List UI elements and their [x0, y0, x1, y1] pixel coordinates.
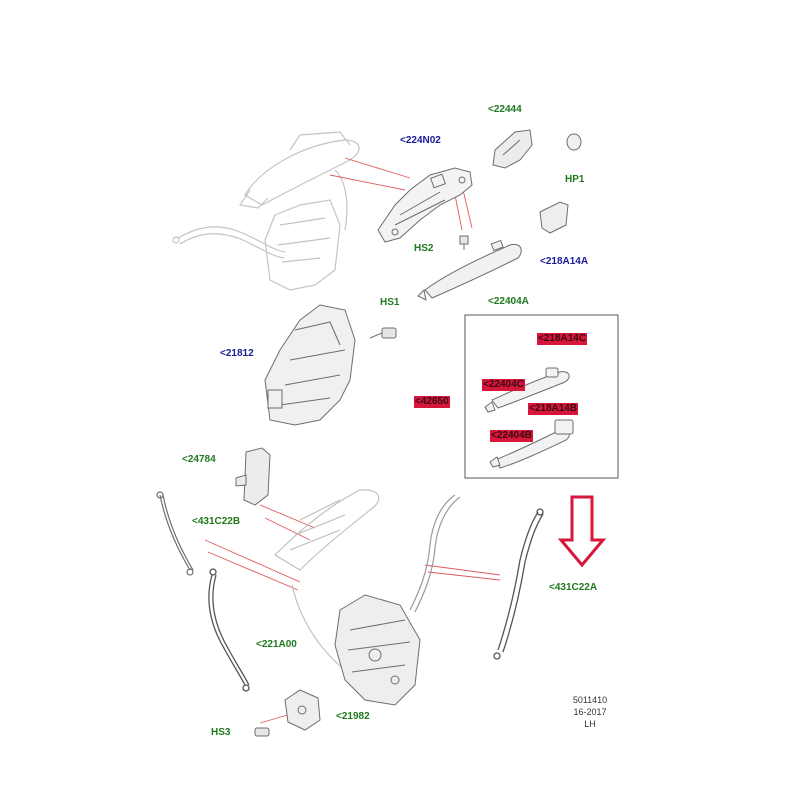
label-HP1: HP1	[565, 174, 585, 185]
handle-bracket-part	[377, 167, 473, 243]
reinforcement-bracket-part	[264, 304, 356, 426]
label-21812: <21812	[220, 348, 254, 359]
label-22404B: <22404B	[490, 430, 533, 442]
label-224N02: <224N02	[400, 135, 441, 146]
cable-431C22B-part	[156, 491, 194, 576]
striker-part	[284, 689, 321, 731]
screw-hs2-part	[459, 235, 469, 250]
label-218A14A: <218A14A	[540, 256, 589, 267]
label-218A14C: <218A14C	[537, 333, 588, 345]
drawing-side: LH	[584, 719, 596, 729]
label-218A14B: <218A14B	[528, 403, 579, 415]
door-latch-part	[334, 594, 421, 706]
plug-part	[566, 133, 582, 151]
outer-handle-part	[417, 239, 522, 301]
leader-lines	[204, 157, 501, 724]
label-42650: <42650	[414, 396, 450, 408]
down-arrow-icon	[557, 495, 607, 568]
ghost-handle-assembly	[172, 131, 360, 291]
center-rod-part	[409, 494, 461, 613]
label-21982: <21982	[336, 711, 370, 722]
bezel-part	[492, 129, 533, 169]
handle-set-box	[464, 314, 619, 479]
screw-hs3-part	[254, 727, 270, 737]
label-HS2: HS2	[414, 243, 434, 254]
label-431C22B: <431C22B	[192, 516, 241, 527]
cable-221A00-part	[208, 568, 250, 692]
drawing-date: 16-2017	[573, 707, 607, 717]
label-431C22A: <431C22A	[549, 582, 598, 593]
cap-part	[539, 201, 569, 234]
cover-bracket-part	[235, 447, 271, 506]
label-24784: <24784	[182, 454, 216, 465]
label-221A00: <221A00	[256, 639, 297, 650]
handle-set-parts	[484, 367, 574, 469]
label-22404C: <22404C	[482, 379, 525, 391]
label-22444: <22444	[488, 104, 522, 115]
screw-hs1-part	[369, 327, 397, 339]
label-HS3: HS3	[211, 727, 231, 738]
label-22404A: <22404A	[488, 296, 529, 307]
ghost-latch-assembly	[274, 489, 380, 671]
cable-431C22A-part	[493, 508, 544, 660]
drawing-code: 5011410	[572, 695, 608, 705]
label-HS1: HS1	[380, 297, 400, 308]
